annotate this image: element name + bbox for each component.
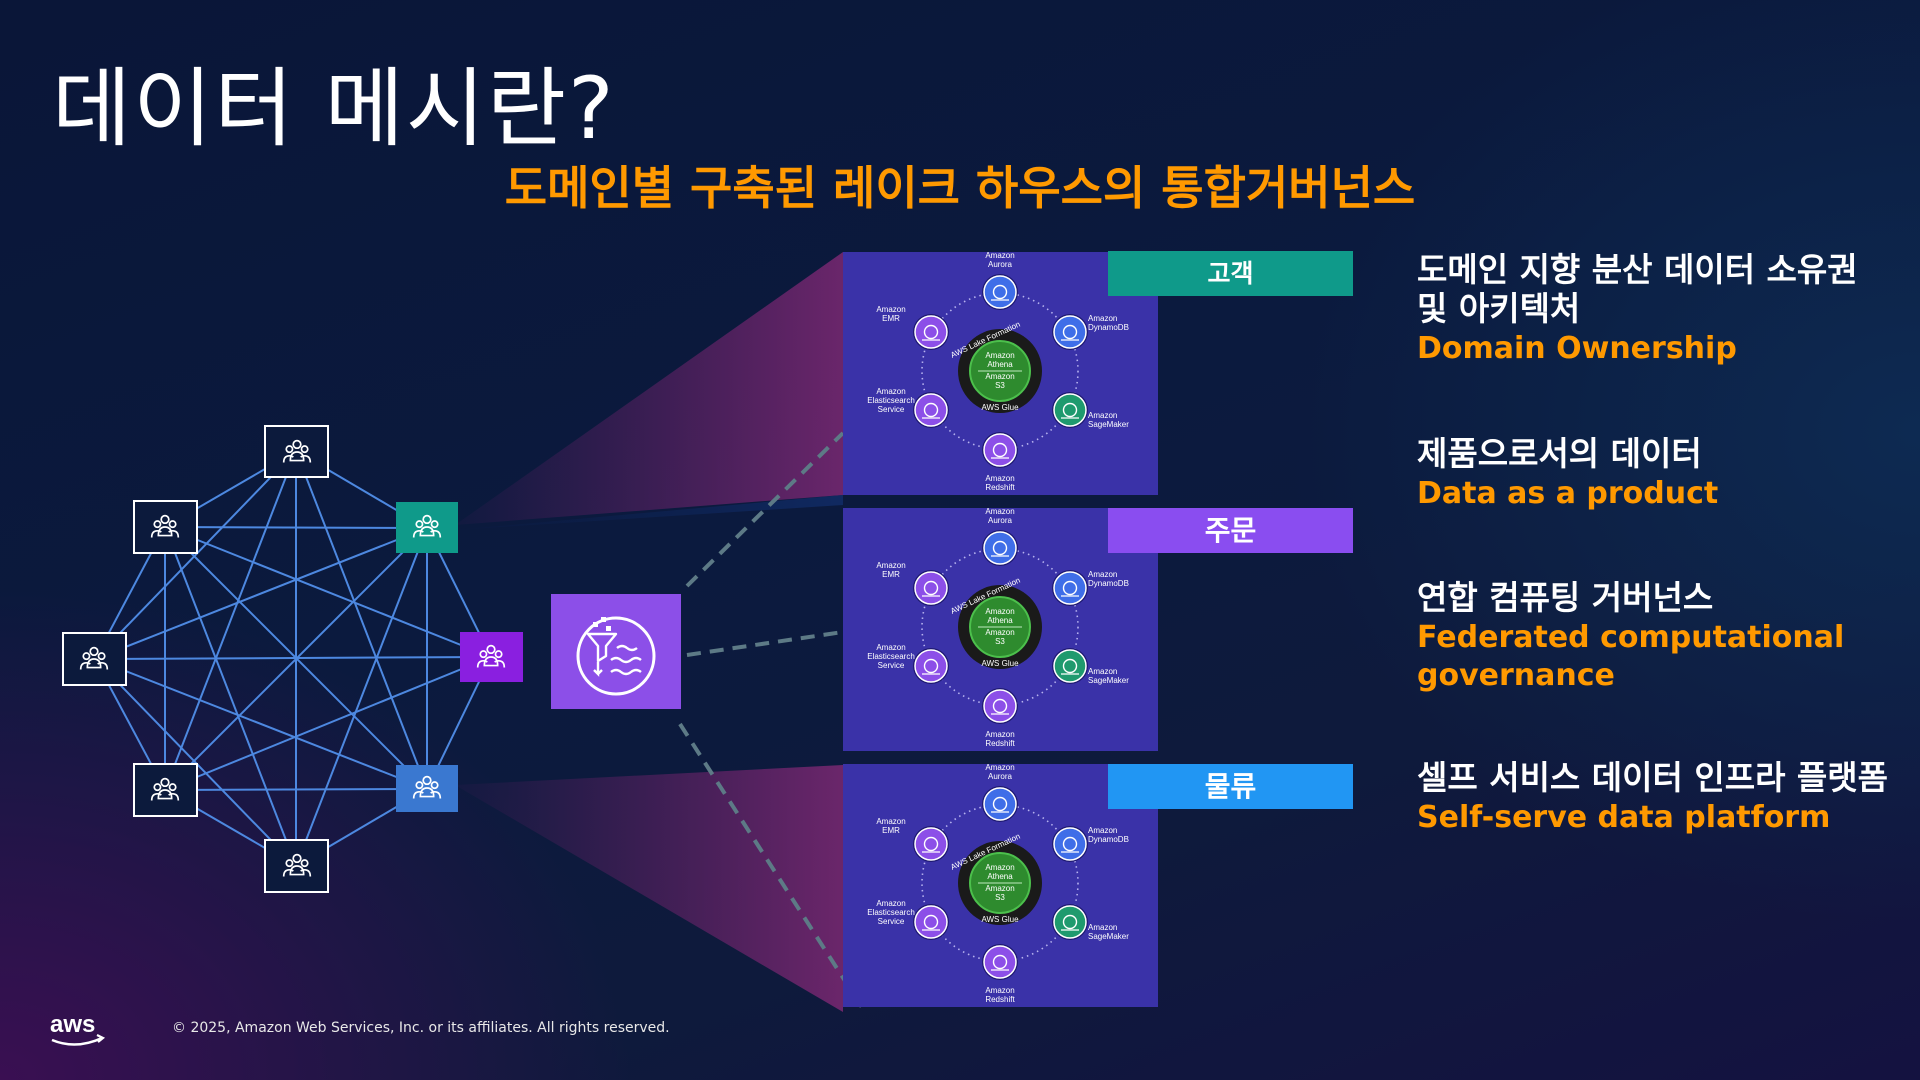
principle-ko: 연합 컴퓨팅 거버넌스: [1417, 578, 1714, 617]
panel-label-order: 주문: [1108, 508, 1353, 553]
principle-en: Domain Ownership: [1417, 331, 1737, 366]
principle-ko: 제품으로서의 데이터: [1417, 434, 1702, 473]
principle-ko: 셀프 서비스 데이터 인프라 플랫폼: [1417, 758, 1888, 797]
principle-data-as-product: 제품으로서의 데이터 Data as a product: [1417, 434, 1897, 513]
aws-logo: aws: [48, 1010, 108, 1054]
principle-domain-ownership: 도메인 지향 분산 데이터 소유권 및 아키텍처 Domain Ownershi…: [1417, 250, 1897, 368]
slide-subtitle: 도메인별 구축된 레이크 하우스의 통합거버넌스: [504, 161, 1416, 215]
mesh-node-left: [62, 632, 127, 686]
aurora-icon: [982, 530, 1018, 566]
elasticsearch-icon: [913, 904, 949, 940]
mesh-node-bottom: [264, 839, 329, 893]
beam-order: [455, 495, 843, 530]
aws-logo-text: aws: [50, 1011, 95, 1038]
redshift-icon: [982, 944, 1018, 980]
aurora-icon: [982, 274, 1018, 310]
emr-icon: [913, 570, 949, 606]
mesh-node-customer: [396, 502, 458, 553]
glue-label: AWS Glue: [981, 659, 1019, 668]
sagemaker-icon: [1052, 648, 1088, 684]
mesh-node-lower-left: [133, 763, 198, 817]
copyright-text: © 2025, Amazon Web Services, Inc. or its…: [172, 1020, 670, 1036]
sagemaker-icon: [1052, 392, 1088, 428]
sagemaker-icon: [1052, 904, 1088, 940]
emr-icon: [913, 314, 949, 350]
principle-ko: 도메인 지향 분산 데이터 소유권 및 아키텍처: [1417, 250, 1858, 328]
dynamodb-icon: [1052, 826, 1088, 862]
panel-label-customer: 고객: [1108, 251, 1353, 296]
elasticsearch-icon: [913, 392, 949, 428]
mesh-node-upper-left: [133, 500, 198, 554]
principle-self-serve: 셀프 서비스 데이터 인프라 플랫폼 Self-serve data platf…: [1417, 758, 1897, 837]
principle-en: Federated computational governance: [1417, 620, 1845, 693]
panel-label-logistics: 물류: [1108, 764, 1353, 809]
principle-federated-governance: 연합 컴퓨팅 거버넌스 Federated computational gove…: [1417, 578, 1897, 695]
glue-label: AWS Glue: [981, 403, 1019, 412]
hub-connectors: [678, 431, 867, 1014]
principle-en: Data as a product: [1417, 476, 1719, 511]
mesh-node-top: [264, 425, 329, 478]
slide-title: 데이터 메시란?: [52, 59, 616, 159]
beam-customer: [455, 252, 843, 525]
glue-label: AWS Glue: [981, 915, 1019, 924]
mesh-node-order: [460, 632, 523, 682]
mesh-node-logistics: [396, 765, 458, 812]
dynamodb-icon: [1052, 570, 1088, 606]
elasticsearch-icon: [913, 648, 949, 684]
aurora-icon: [982, 786, 1018, 822]
redshift-icon: [982, 432, 1018, 468]
emr-icon: [913, 826, 949, 862]
redshift-icon: [982, 688, 1018, 724]
principle-en: Self-serve data platform: [1417, 800, 1831, 835]
dynamodb-icon: [1052, 314, 1088, 350]
data-lake-filter-icon: [551, 594, 681, 709]
